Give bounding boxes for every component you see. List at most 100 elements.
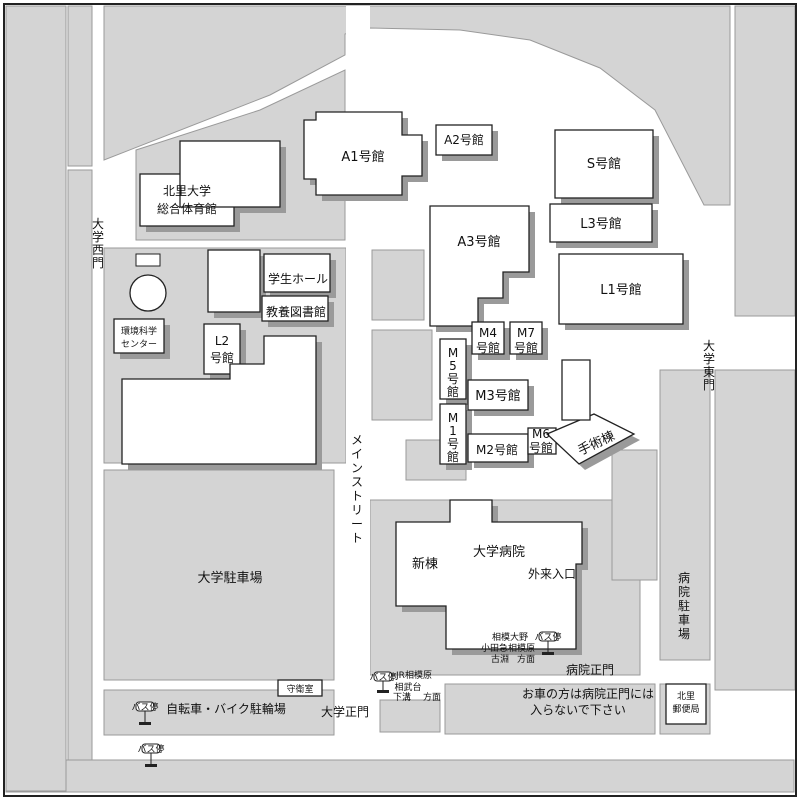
label-m4-1: M4 <box>479 326 497 340</box>
label-kyoyo: 教養図書館 <box>266 304 326 319</box>
label-m5-4: 館 <box>447 384 459 399</box>
bus-stop-hospital[interactable]: バス停 <box>534 631 562 655</box>
label-m3: M3号館 <box>475 389 521 404</box>
building-m2[interactable] <box>467 433 529 463</box>
building-a2[interactable] <box>435 124 493 156</box>
label-post-1: 北里 <box>677 691 695 702</box>
label-a3: A3号館 <box>457 235 500 250</box>
svg-text:バス停: バス停 <box>131 701 158 713</box>
label-nishimon-4: 門 <box>92 256 104 270</box>
label-m5-2: 5 <box>449 359 457 373</box>
label-bus-hosp-dir: 方面 <box>517 653 535 665</box>
label-main-street-7: ー <box>351 517 363 531</box>
bus-stop-jr[interactable]: バス停 <box>369 671 397 693</box>
label-hp-3: 駐 <box>678 598 690 613</box>
label-hp-1: 病 <box>678 570 690 585</box>
label-higashimon-2: 学 <box>703 351 715 366</box>
label-hp-2: 院 <box>678 585 690 599</box>
label-notice-2: 入らないで下さい <box>530 703 626 717</box>
building-m1[interactable] <box>439 403 467 465</box>
label-bus-hosp-2: 小田急相模原 <box>481 642 535 654</box>
label-seimon: 大学正門 <box>321 704 369 719</box>
labels: 北里大学 総合体育館 A1号館 A2号館 A3号館 S号館 L3号館 L1号館 … <box>92 132 715 719</box>
label-main-street-4: ス <box>351 475 363 489</box>
label-higashimon-3: 東 <box>703 365 715 379</box>
label-bus-hosp-3: 古淵 <box>491 653 509 665</box>
label-bus-hosp-1: 相模大野 <box>492 631 528 643</box>
label-kankyo-1: 環境科学 <box>121 325 157 337</box>
label-m2: M2号館 <box>476 442 518 457</box>
label-nishimon-3: 西 <box>92 243 104 257</box>
label-main-street-1: メ <box>351 433 363 447</box>
label-hospital: 大学病院 <box>473 544 525 560</box>
label-bus-jr-2: 相武台 <box>394 681 421 693</box>
label-m1-4: 館 <box>447 449 459 464</box>
label-byoin-seimon: 病院正門 <box>566 662 614 677</box>
building-a1[interactable] <box>303 111 423 196</box>
label-sogo-2: 総合体育館 <box>157 201 217 216</box>
building-l1[interactable] <box>558 253 684 325</box>
building-m7[interactable] <box>509 321 543 355</box>
building-kankyo[interactable] <box>113 318 165 354</box>
label-main-street-3: ン <box>351 461 363 475</box>
label-m5-1: M <box>448 346 458 360</box>
label-notice-1: お車の方は病院正門には <box>522 686 654 701</box>
label-m1-1: M <box>448 411 458 425</box>
bus-stop-bike[interactable]: バス停 <box>131 701 159 725</box>
label-main-street-8: ト <box>351 531 363 545</box>
label-m1-2: 1 <box>449 424 457 438</box>
label-hp-5: 場 <box>678 627 690 641</box>
label-a2: A2号館 <box>444 132 484 147</box>
label-m7-2: 号館 <box>514 340 538 355</box>
building-m5[interactable] <box>439 338 467 400</box>
label-gairai: 外来入口 <box>528 567 576 581</box>
label-bus-jr-3: 下溝 <box>393 691 411 703</box>
building-hospital[interactable] <box>395 499 583 650</box>
building-gakusei-hall[interactable] <box>263 253 331 293</box>
label-m7-1: M7 <box>517 326 535 340</box>
label-s: S号館 <box>587 157 621 172</box>
label-main-street-5: ト <box>351 489 363 503</box>
label-higashimon-1: 大 <box>703 339 715 353</box>
label-m5-3: 号 <box>447 372 459 386</box>
svg-text:バス停: バス停 <box>137 743 164 755</box>
label-a1: A1号館 <box>341 150 384 165</box>
svg-text:バス停: バス停 <box>534 631 561 643</box>
label-m4-2: 号館 <box>476 340 500 355</box>
label-bus-jr-1: JR相模原 <box>395 669 432 681</box>
building-m3[interactable] <box>467 379 529 411</box>
building-m4[interactable] <box>471 321 505 355</box>
label-post-2: 郵便局 <box>672 703 699 715</box>
post-office[interactable] <box>665 683 707 725</box>
building-s[interactable] <box>554 129 654 199</box>
label-shinto: 新棟 <box>412 556 438 572</box>
label-gakusei: 学生ホール <box>268 271 328 286</box>
label-m6-1: M6 <box>532 427 550 441</box>
guard-room[interactable] <box>277 679 323 697</box>
svg-text:バス停: バス停 <box>369 671 396 683</box>
label-l1: L1号館 <box>600 283 642 298</box>
building-library[interactable] <box>261 295 329 322</box>
building-a3[interactable] <box>429 205 530 327</box>
building-l3[interactable] <box>549 203 653 243</box>
label-nishimon-2: 学 <box>92 229 104 244</box>
label-sogo-1: 北里大学 <box>163 183 211 198</box>
label-l2-2: 号館 <box>210 350 234 365</box>
label-main-street-2: イ <box>351 447 363 461</box>
label-parking: 大学駐車場 <box>197 570 262 586</box>
label-main-street-6: リ <box>351 503 363 517</box>
label-m6-2: 号館 <box>529 440 553 455</box>
label-m1-3: 号 <box>447 437 459 451</box>
label-kankyo-2: センター <box>121 339 157 350</box>
building-shujutsu[interactable] <box>545 413 636 465</box>
label-guard: 守衛室 <box>286 683 313 695</box>
bus-stop-bottom[interactable]: バス停 <box>137 743 165 767</box>
label-bike: 自転車・バイク駐輪場 <box>166 701 286 716</box>
buildings <box>113 111 707 725</box>
label-l2-1: L2 <box>215 334 229 348</box>
label-bus-jr-dir: 方面 <box>423 691 441 703</box>
label-l3: L3号館 <box>580 217 622 232</box>
label-hp-4: 車 <box>678 613 690 627</box>
label-nishimon-1: 大 <box>92 217 104 231</box>
